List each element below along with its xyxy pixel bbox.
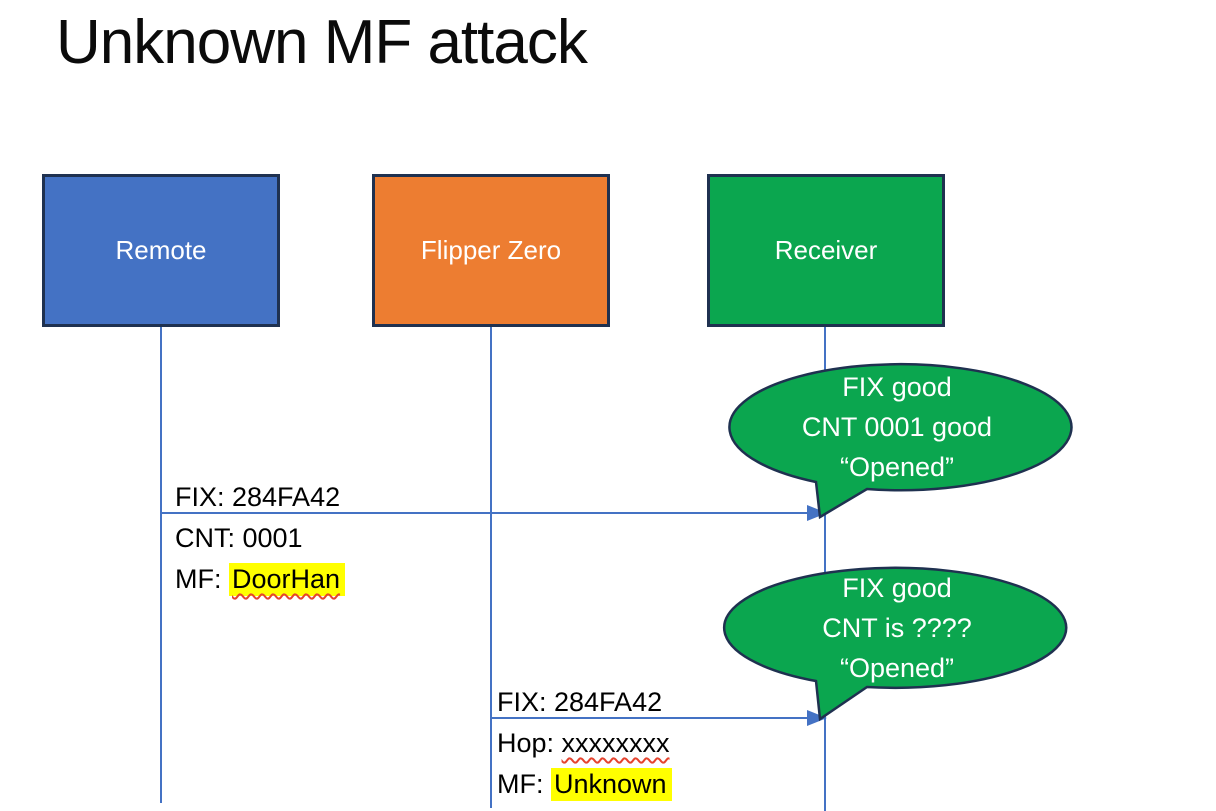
callout-bubble-shape bbox=[728, 362, 1073, 520]
callout-1-text: FIX good CNT 0001 good “Opened” bbox=[747, 367, 1047, 487]
callout-line: FIX good bbox=[842, 372, 952, 402]
message-value-hop-squiggle: xxxxxxxx bbox=[561, 728, 670, 758]
callout-bubble-shape bbox=[722, 566, 1068, 722]
arrow-shaft bbox=[161, 512, 811, 514]
message-line-fix: FIX: 284FA42 bbox=[175, 482, 341, 512]
callout-bubble-2 bbox=[722, 566, 1068, 722]
slide-title: Unknown MF attack bbox=[56, 8, 588, 77]
callout-line: CNT is ???? bbox=[822, 613, 972, 643]
lifeline-remote bbox=[160, 327, 162, 803]
callout-line: “Opened” bbox=[839, 452, 955, 482]
actor-label-remote: Remote bbox=[115, 235, 207, 265]
message-1-text: FIX: 284FA42 CNT: 0001 MF: DoorHan bbox=[175, 477, 346, 600]
message-line-mf: MF: DoorHan bbox=[175, 559, 346, 600]
lifeline-receiver bbox=[824, 327, 826, 811]
message-line-fix: FIX: 284FA42 bbox=[497, 687, 663, 717]
callout-bubble-1 bbox=[728, 362, 1073, 520]
message-2-text: FIX: 284FA42 Hop: xxxxxxxx MF: Unknown bbox=[497, 682, 672, 805]
actor-box-receiver: Receiver bbox=[707, 174, 945, 327]
message-line-cnt: CNT: 0001 bbox=[175, 523, 303, 553]
lifeline-flipper-zero bbox=[490, 327, 492, 808]
actor-label-flipper-zero: Flipper Zero bbox=[420, 235, 562, 265]
message-line-prefix: Hop: bbox=[497, 728, 562, 758]
message-line-prefix: MF: bbox=[497, 769, 551, 799]
message-value-doorhan-highlighted: DoorHan bbox=[229, 563, 346, 596]
callout-2-text: FIX good CNT is ???? “Opened” bbox=[747, 568, 1047, 688]
callout-line: “Opened” bbox=[839, 653, 955, 683]
callout-line: FIX good bbox=[842, 573, 952, 603]
arrow-shaft bbox=[491, 717, 811, 719]
actor-box-flipper-zero: Flipper Zero bbox=[372, 174, 610, 327]
message-line-hop: Hop: xxxxxxxx bbox=[497, 723, 672, 764]
callout-line: CNT 0001 good bbox=[801, 412, 993, 442]
message-value-unknown-highlighted: Unknown bbox=[551, 768, 672, 801]
message-line-mf: MF: Unknown bbox=[497, 764, 672, 805]
message-line-prefix: MF: bbox=[175, 564, 229, 594]
actor-box-remote: Remote bbox=[42, 174, 280, 327]
actor-label-receiver: Receiver bbox=[774, 235, 878, 265]
